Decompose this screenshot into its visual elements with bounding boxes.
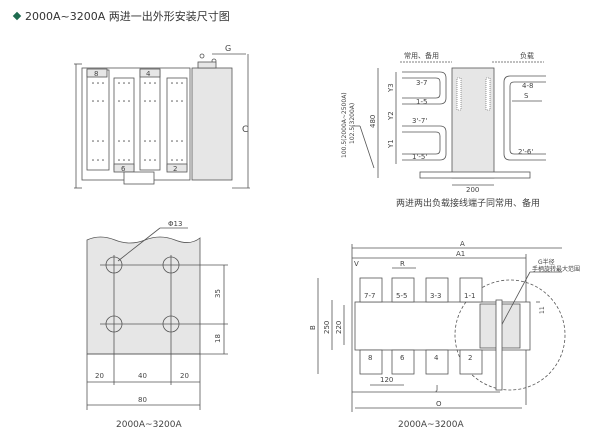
terminal-label: 3'-7': [412, 117, 427, 125]
dim-a1: A1: [456, 250, 465, 258]
dim-220: 220: [335, 321, 343, 334]
top-view-caption: 2000A~3200A: [398, 420, 464, 430]
callout-handle-range: 手柄旋转最大范围: [532, 265, 580, 273]
busbar-caption: 2000A~3200A: [116, 420, 182, 430]
hole-diameter-label: Φ13: [168, 220, 182, 228]
terminal-label: 5-5: [396, 292, 407, 300]
terminal-label: 1-5: [416, 98, 427, 106]
dim-v: V: [354, 260, 359, 268]
terminal-label: 3-7: [416, 79, 427, 87]
callout-g-radius: G半径: [538, 258, 555, 266]
busbar-hole-diagram: Φ13 35 18 20 40 20 80: [86, 220, 228, 410]
front-view-diagram: 8 4 6 2 G C: [74, 44, 250, 189]
terminal-label: 7-7: [364, 292, 375, 300]
dim-y2: Y2: [387, 111, 395, 121]
dim-11: 11: [539, 306, 546, 314]
dim-c: C: [242, 125, 248, 135]
side-label-source: 常用、备用: [404, 51, 439, 60]
dim-a: A: [460, 240, 465, 248]
dim-40: 40: [138, 372, 147, 380]
side-view-caption: 两进两出负载接线端子同常用、备用: [396, 199, 541, 209]
dim-s: S: [524, 92, 529, 100]
page-title: 2000A~3200A 两进一出外形安装尺寸图: [12, 8, 230, 24]
side-view-diagram: 常用、备用 负载 3-7 1-5 3'-7' 1'-5' 4-8 2'-6' S…: [341, 51, 546, 194]
dim-j: J: [435, 384, 438, 392]
pole-label: 8: [94, 70, 98, 78]
terminal-label: 1-1: [464, 292, 475, 300]
dim-120: 120: [380, 376, 393, 384]
dim-note-b: 102.5(3200A): [349, 103, 356, 144]
pole-label: 4: [146, 70, 151, 78]
terminal-label: 8: [368, 354, 372, 362]
terminal-label: 6: [400, 354, 405, 362]
side-label-load: 负载: [520, 51, 534, 60]
dim-width: 200: [466, 186, 479, 194]
dim-o: O: [436, 400, 442, 408]
dim-y3: Y3: [387, 83, 395, 93]
dim-80: 80: [138, 396, 147, 404]
terminal-label: 4-8: [522, 82, 533, 90]
dim-20-right: 20: [180, 372, 189, 380]
dim-20-left: 20: [95, 372, 104, 380]
dim-note-a: 100.5(2000A~2500A): [341, 92, 348, 158]
dim-480: 480: [369, 115, 377, 128]
dim-18: 18: [214, 334, 222, 343]
terminal-label: 2'-6': [518, 148, 533, 156]
terminal-label: 2: [468, 354, 472, 362]
pole-label: 6: [121, 165, 126, 173]
diamond-bullet-icon: [12, 11, 22, 21]
pole-label: 2: [173, 165, 177, 173]
dim-250: 250: [323, 321, 331, 334]
terminal-label: 3-3: [430, 292, 441, 300]
dim-y1: Y1: [387, 139, 395, 149]
dim-35: 35: [214, 289, 222, 298]
terminal-label: 1'-5': [412, 153, 427, 161]
dim-g: G: [225, 44, 231, 53]
top-view-diagram: A A1 V R 7-7 5-5 3-3 1-1 8 6 4 2 B 250 2…: [309, 240, 580, 412]
dim-r: R: [400, 260, 405, 268]
title-text: 2000A~3200A 两进一出外形安装尺寸图: [25, 10, 230, 23]
dim-b: B: [309, 325, 317, 330]
terminal-label: 4: [434, 354, 439, 362]
